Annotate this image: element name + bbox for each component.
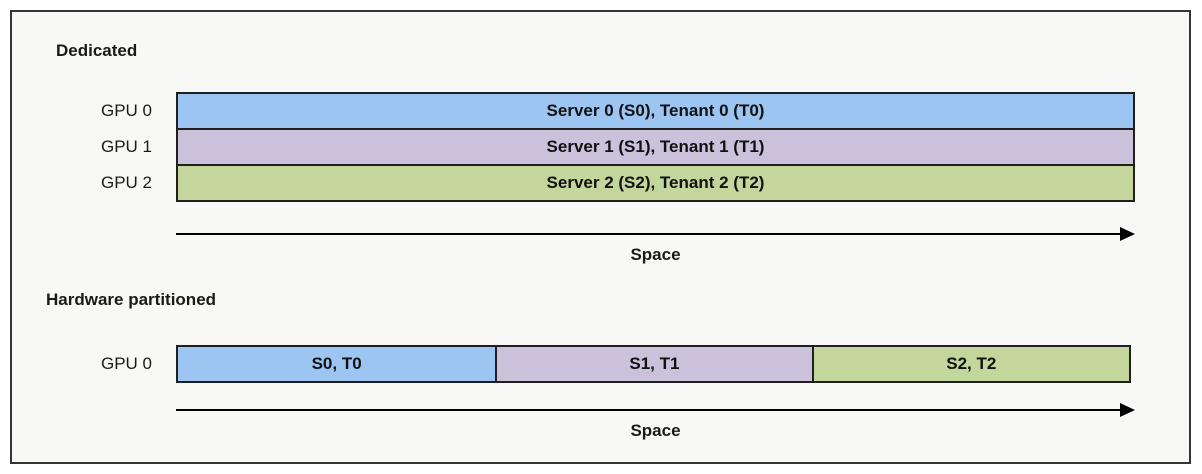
gpu1-bar: Server 1 (S1), Tenant 1 (T1) <box>176 128 1135 166</box>
arrow-line <box>176 409 1125 411</box>
gpu2-bar: Server 2 (S2), Tenant 2 (T2) <box>176 164 1135 202</box>
segment-s2t2: S2, T2 <box>811 345 1131 383</box>
space-axis-label-dedicated: Space <box>630 245 681 264</box>
gpu1-bar-label: Server 1 (S1), Tenant 1 (T1) <box>546 137 765 156</box>
partitioned-gpu0-label: GPU 0 <box>100 354 152 373</box>
dedicated-row-gpu0: GPU 0 Server 0 (S0), Tenant 0 (T0) <box>12 92 1135 130</box>
gpu0-bar-label: Server 0 (S0), Tenant 0 (T0) <box>546 101 765 120</box>
section-title-partitioned: Hardware partitioned <box>46 290 217 309</box>
segment-s2t2-label: S2, T2 <box>946 354 997 373</box>
arrow-head-icon <box>1120 403 1135 417</box>
arrow-line <box>176 233 1125 235</box>
arrow-head-icon <box>1120 227 1135 241</box>
segment-s0t0: S0, T0 <box>176 345 498 383</box>
space-axis-label-partitioned: Space <box>630 421 681 440</box>
diagram-frame: Dedicated GPU 0 Server 0 (S0), Tenant 0 … <box>10 10 1191 464</box>
partitioned-row-gpu0: GPU 0 S0, T0 S1, T1 S2, T2 <box>12 345 1135 383</box>
gpu0-bar: Server 0 (S0), Tenant 0 (T0) <box>176 92 1135 130</box>
partitioned-bar: S0, T0 S1, T1 S2, T2 <box>176 345 1135 383</box>
dedicated-row-gpu1: GPU 1 Server 1 (S1), Tenant 1 (T1) <box>12 128 1135 166</box>
gpu0-label: GPU 0 <box>100 101 152 120</box>
dedicated-row-gpu2: GPU 2 Server 2 (S2), Tenant 2 (T2) <box>12 164 1135 202</box>
space-axis-arrow-partitioned <box>176 403 1135 417</box>
gpu1-label: GPU 1 <box>100 137 152 156</box>
gpu2-label: GPU 2 <box>100 173 152 192</box>
segment-s1t1: S1, T1 <box>495 345 814 383</box>
gpu2-bar-label: Server 2 (S2), Tenant 2 (T2) <box>546 173 765 192</box>
space-axis-arrow-dedicated <box>176 227 1135 241</box>
section-title-dedicated: Dedicated <box>56 41 138 60</box>
segment-s0t0-label: S0, T0 <box>311 354 362 373</box>
segment-s1t1-label: S1, T1 <box>629 354 680 373</box>
